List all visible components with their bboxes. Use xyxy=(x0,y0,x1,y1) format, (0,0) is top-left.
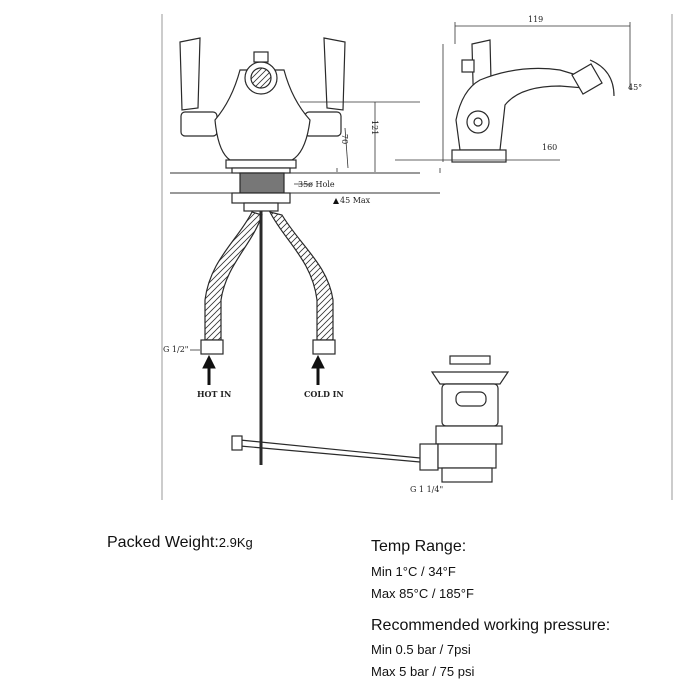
inlet-arrows xyxy=(202,354,325,385)
temp-range-heading: Temp Range: xyxy=(371,538,467,555)
hot-in-label: HOT IN xyxy=(197,389,231,399)
pressure-max: Max 5 bar / 75 psi xyxy=(371,664,475,679)
popup-waste xyxy=(419,355,510,483)
drawing-frame xyxy=(161,14,673,500)
side-view-tap xyxy=(451,39,615,163)
temp-min: Min 1°C / 34°F xyxy=(371,564,456,579)
packed-weight-value: 2.9Kg xyxy=(218,535,253,550)
popup-rod xyxy=(231,435,421,463)
dim-height-spout: 70 xyxy=(340,134,349,144)
dim-depth: 160 xyxy=(542,143,557,152)
pressure-min: Min 0.5 bar / 7psi xyxy=(371,642,471,657)
dim-height-total: 121 xyxy=(370,120,379,135)
dim-hole: 35ø Hole xyxy=(298,180,335,189)
waste-thread-label: G 1 1/4" xyxy=(410,485,443,494)
front-dimensions xyxy=(294,101,420,185)
max-arrow-icon xyxy=(333,198,339,204)
braided-hoses xyxy=(200,211,336,465)
pressure-heading: Recommended working pressure: xyxy=(371,617,611,634)
counter-surface xyxy=(170,172,440,194)
packed-weight-label: Packed Weight: xyxy=(107,534,219,551)
inlet-thread-label: G 1/2" xyxy=(163,345,189,354)
dim-width: 119 xyxy=(528,15,543,24)
temp-max: Max 85°C / 185°F xyxy=(371,586,474,601)
dim-max-thickness: 45 Max xyxy=(340,196,371,205)
cold-in-label: COLD IN xyxy=(304,389,344,399)
dim-angle: 45° xyxy=(628,83,642,92)
side-dimensions xyxy=(395,22,631,173)
packed-weight: Packed Weight:2.9Kg xyxy=(107,534,253,552)
front-view-tap xyxy=(179,37,346,212)
